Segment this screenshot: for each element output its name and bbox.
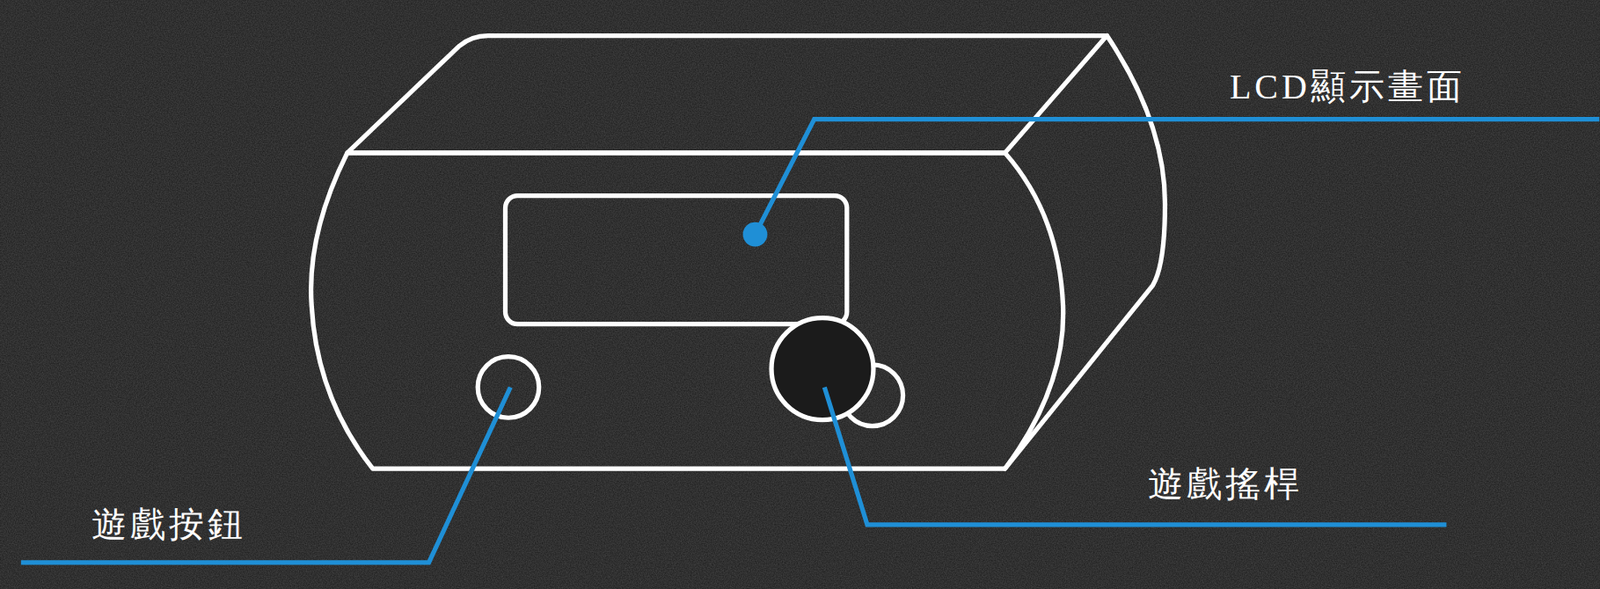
lcd-screen [505,196,848,325]
leader-dot [743,222,768,248]
leader-line [754,119,1600,235]
part-label: 遊戲按鈕 [91,507,247,543]
housing-front [311,153,1064,469]
part-label: LCD顯示畫面 [1229,69,1466,105]
joystick-knob [771,318,874,421]
housing-side [1004,36,1165,470]
part-label: 遊戲搖桿 [1147,467,1303,503]
leader-line [824,387,1447,525]
leader-line [21,387,511,563]
housing-top [347,36,1108,154]
